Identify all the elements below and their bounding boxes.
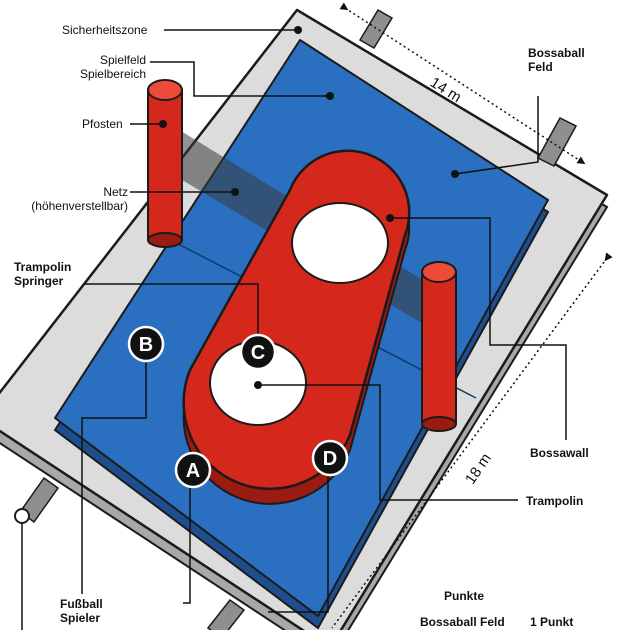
leader-lines	[81, 29, 567, 613]
label-fussball-spieler: Fußball Spieler	[60, 597, 103, 625]
marker-a: A	[174, 451, 212, 489]
width-dimension-arrow	[331, 252, 613, 629]
svg-text:C: C	[251, 342, 265, 364]
length-dimension-arrow	[339, 2, 586, 165]
left-post	[147, 79, 183, 248]
right-post	[421, 261, 457, 432]
marker-d: D	[311, 439, 349, 477]
points-title: Punkte	[444, 589, 485, 603]
label-trampolin: Trampolin	[526, 494, 584, 508]
label-netz-line1: Netz	[103, 185, 128, 199]
svg-text:A: A	[186, 460, 200, 482]
svg-text:B: B	[139, 334, 153, 356]
bossawall	[182, 149, 411, 505]
label-bossaball-feld-line1: Bossaball	[528, 46, 585, 60]
label-spielfeld-line2: Spielbereich	[79, 67, 146, 81]
label-bossaball-feld-line2: Feld	[528, 60, 553, 74]
label-fussball-line1: Fußball	[60, 597, 103, 611]
marker-b: B	[127, 325, 165, 363]
label-bossaball-feld: Bossaball Feld	[528, 46, 585, 74]
points-row-value: 1 Punkt	[530, 615, 574, 629]
label-netz-line2: (höhenverstellbar)	[31, 199, 128, 213]
label-spielfeld-line1: Spielfeld	[99, 53, 146, 67]
label-trampolin-springer-line1: Trampolin	[14, 260, 72, 274]
leader-dots	[159, 26, 459, 389]
label-spielfeld: Spielfeld Spielbereich	[60, 53, 146, 81]
label-bossawall: Bossawall	[530, 446, 589, 460]
points-row-zone: Bossaball Feld	[420, 615, 505, 629]
trampolin-top	[291, 202, 389, 284]
label-sicherheitszone: Sicherheitszone	[62, 23, 148, 37]
label-fussball-line2: Spieler	[60, 611, 101, 625]
label-trampolin-springer-line2: Springer	[14, 274, 64, 288]
label-netz: Netz (höhenverstellbar)	[10, 185, 128, 213]
label-pfosten: Pfosten	[82, 117, 123, 131]
svg-text:D: D	[323, 448, 337, 470]
label-trampolin-springer: Trampolin Springer	[14, 260, 71, 288]
marker-c: C	[239, 333, 277, 371]
